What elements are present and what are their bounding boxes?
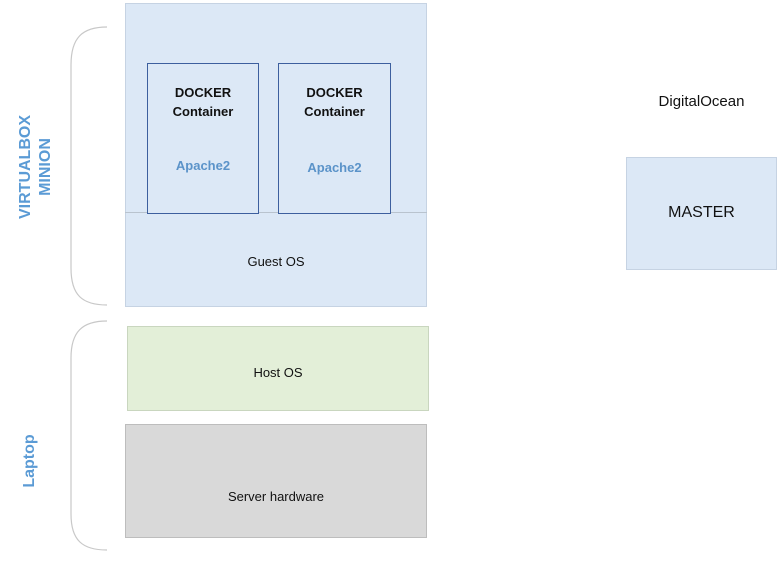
container-1-title-line2: Container bbox=[172, 104, 234, 119]
master-box bbox=[626, 157, 777, 270]
virtualbox-label-line2: MINION bbox=[37, 138, 54, 196]
container-1-title-line1: DOCKER bbox=[174, 85, 232, 100]
server-hardware-box bbox=[125, 424, 427, 538]
host-os-box bbox=[127, 326, 429, 411]
virtualbox-minion-label: VIRTUALBOX MINION bbox=[16, 97, 60, 237]
server-hardware-label: Server hardware bbox=[227, 489, 325, 504]
virtualbox-label-line1: VIRTUALBOX bbox=[17, 115, 34, 219]
host-os-label: Host OS bbox=[253, 365, 303, 380]
guest-os-label: Guest OS bbox=[247, 254, 305, 269]
laptop-brace bbox=[70, 320, 108, 551]
container-2-title: DOCKER Container bbox=[279, 83, 390, 121]
master-label: MASTER bbox=[668, 204, 735, 221]
container-2-app: Apache2 bbox=[307, 160, 362, 175]
container-1-title: DOCKER Container bbox=[148, 83, 258, 121]
laptop-label: Laptop bbox=[21, 434, 38, 488]
container-2-title-line1: DOCKER bbox=[306, 85, 363, 100]
virtualbox-brace bbox=[70, 26, 108, 306]
guest-os-divider bbox=[125, 212, 427, 213]
digitalocean-label: DigitalOcean bbox=[658, 93, 745, 110]
container-2-title-line2: Container bbox=[304, 104, 365, 119]
container-1-app: Apache2 bbox=[175, 158, 231, 173]
docker-container-2: DOCKER Container Apache2 bbox=[278, 63, 391, 214]
docker-container-1: DOCKER Container Apache2 bbox=[147, 63, 259, 214]
